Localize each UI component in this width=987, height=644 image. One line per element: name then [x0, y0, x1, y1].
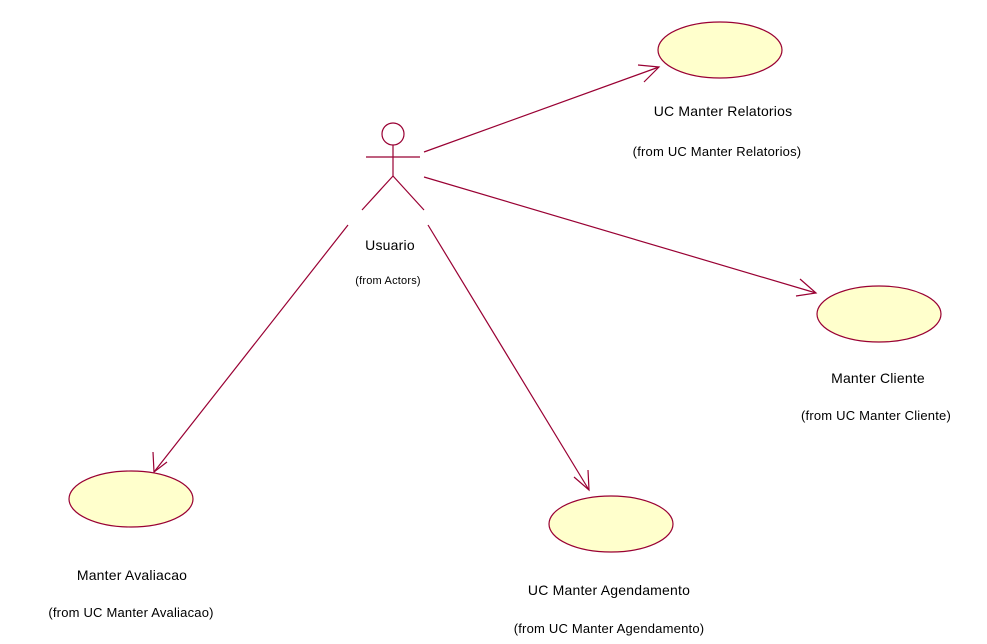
actor-usuario-icon[interactable]: [361, 122, 425, 211]
usecase-agendamento-ellipse[interactable]: [548, 495, 674, 553]
usecase-relatorios-from: (from UC Manter Relatorios): [632, 144, 802, 159]
association-to-cliente[interactable]: [423, 176, 818, 297]
association-to-relatorios[interactable]: [423, 64, 661, 153]
usecase-agendamento-name: UC Manter Agendamento: [527, 582, 691, 598]
actor-name-label: Usuario: [365, 237, 415, 253]
usecase-cliente-name: Manter Cliente: [831, 370, 925, 386]
usecase-cliente-ellipse[interactable]: [816, 285, 942, 343]
association-to-agendamento[interactable]: [427, 224, 590, 492]
usecase-relatorios-name: UC Manter Relatorios: [653, 103, 793, 119]
usecase-relatorios-ellipse[interactable]: [657, 21, 783, 79]
usecase-avaliacao-ellipse[interactable]: [68, 470, 194, 528]
usecase-avaliacao-name: Manter Avaliacao: [76, 567, 188, 583]
usecase-avaliacao-from: (from UC Manter Avaliacao): [48, 605, 214, 620]
use-cases: [68, 21, 942, 553]
usecase-cliente-from: (from UC Manter Cliente): [801, 408, 951, 423]
actor-from-label: (from Actors): [355, 275, 421, 287]
association-to-avaliacao[interactable]: [152, 224, 349, 474]
associations: [152, 64, 818, 492]
usecase-agendamento-from: (from UC Manter Agendamento): [513, 621, 705, 636]
